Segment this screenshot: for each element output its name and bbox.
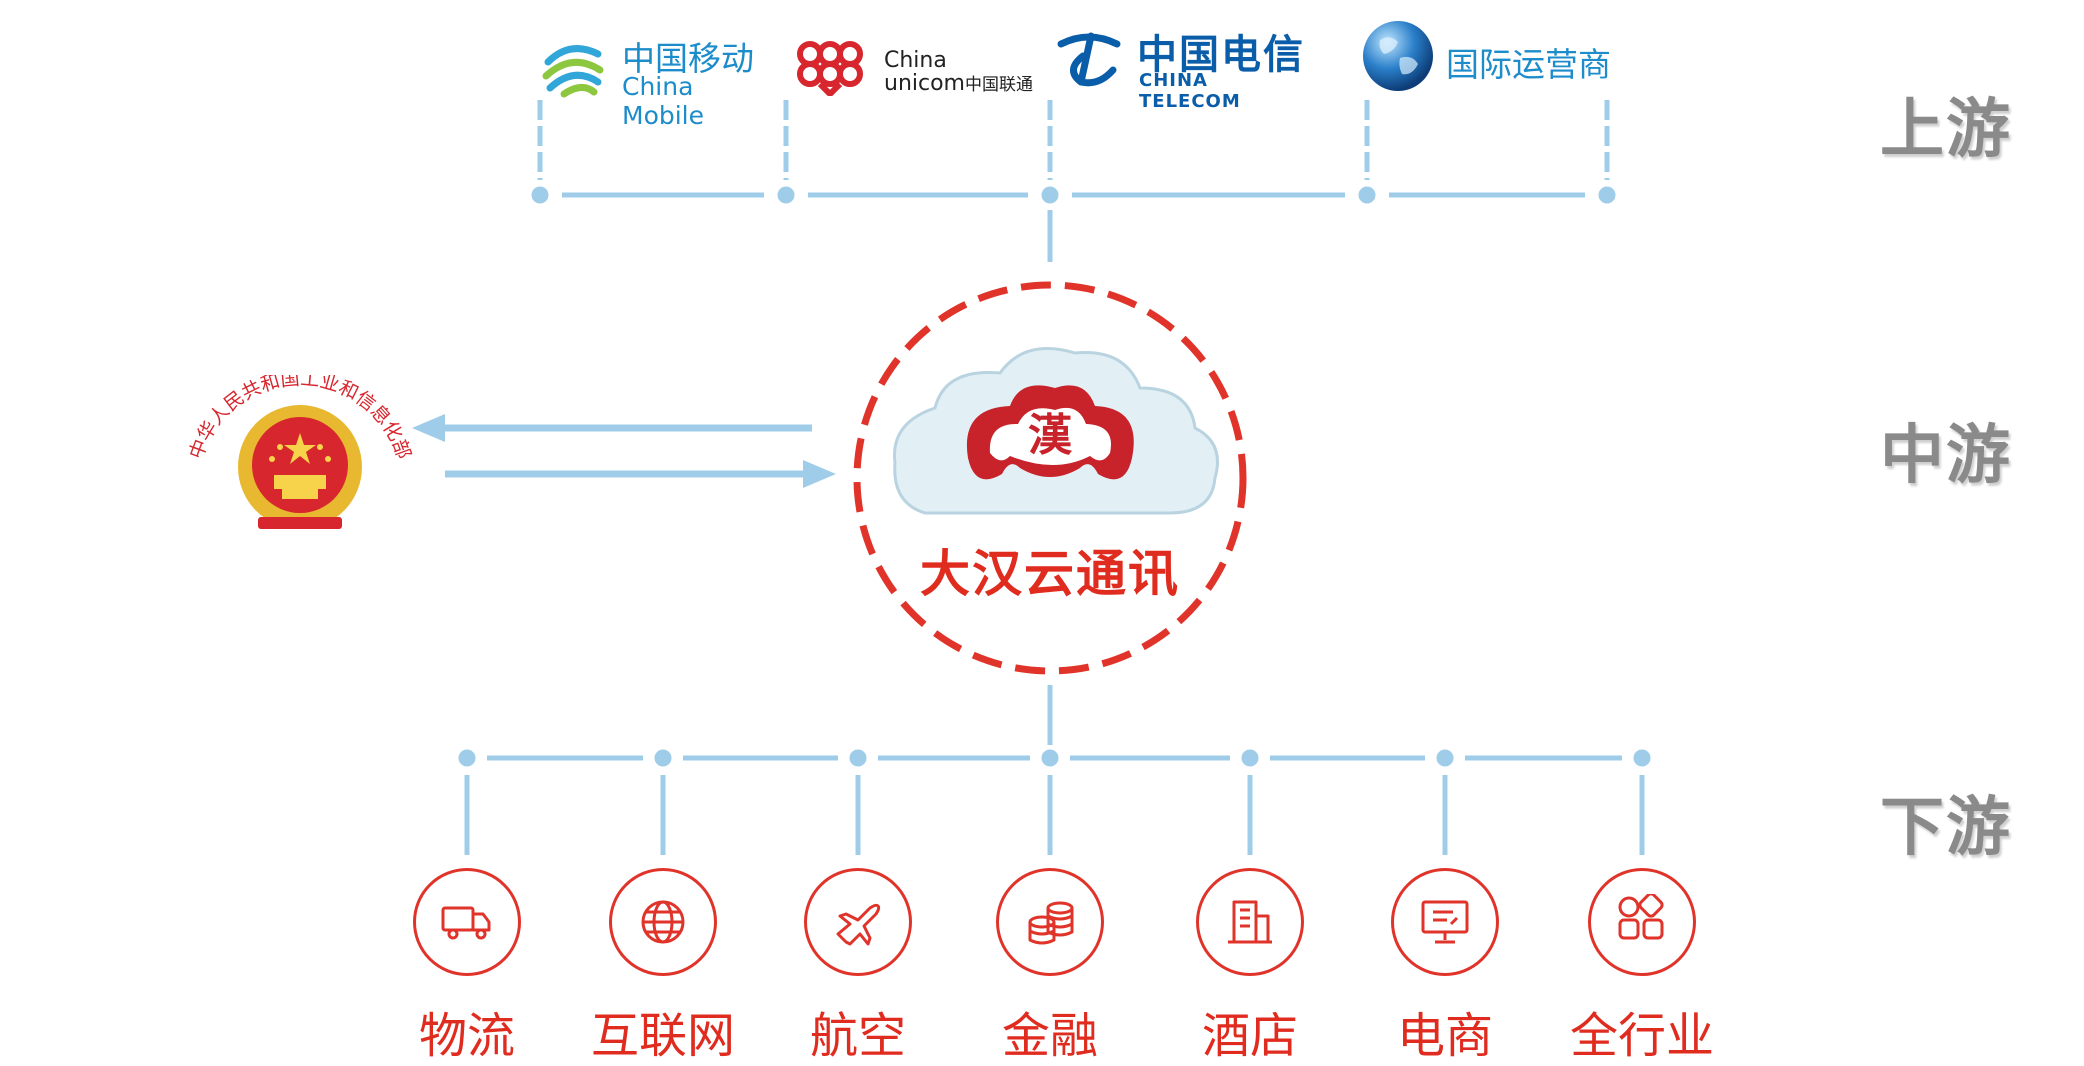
china-mobile-icon: [542, 45, 604, 98]
center-hub-graphic: 漢: [853, 281, 1247, 675]
industry-icon-circle: [804, 868, 912, 976]
globe-logo-icon: [1363, 21, 1433, 91]
intl-operator-logo: 国际运营商: [1360, 18, 1620, 98]
industry-label: 物流: [418, 1008, 515, 1064]
building-icon: [1228, 900, 1272, 944]
intl-operator-label: 国际运营商: [1446, 45, 1611, 84]
industry-label: 航空: [809, 1008, 906, 1064]
tier-upstream: 上游: [1880, 93, 2012, 167]
apps-icon: [1618, 894, 1664, 940]
tier-midstream: 中游: [1880, 419, 2012, 493]
china-unicom-logo: China unicom中国联通: [792, 30, 1033, 100]
industry-label: 全行业: [1569, 1008, 1714, 1064]
coins-icon: [1028, 901, 1074, 945]
ministry-emblem: 中华人民共和国工业和信息化部: [170, 368, 430, 545]
center-hub: 漢 大汉云通讯: [850, 278, 1250, 678]
unicom-knot-icon: [797, 41, 863, 96]
unicom-en-word: unicom: [884, 71, 965, 96]
industry-icon-circle: [609, 868, 717, 976]
industry-label: 互联网: [590, 1008, 735, 1064]
china-mobile-logo: 中国移动 China Mobile: [540, 28, 770, 130]
telecom-en: CHINA TELECOM: [1139, 70, 1241, 112]
industry-icon-circle: [1196, 868, 1304, 976]
truck-icon: [441, 906, 491, 940]
china-mobile-en: China Mobile: [622, 72, 705, 130]
industry-label: 酒店: [1201, 1008, 1298, 1064]
china-telecom-logo: 中国电信 CHINA TELECOM: [1055, 18, 1315, 112]
hub-logo-char: 漢: [1028, 410, 1073, 461]
tier-downstream: 下游: [1880, 791, 2012, 865]
china-mobile-cn: 中国移动: [622, 39, 754, 78]
industry-icon-circle: [1588, 868, 1696, 976]
telecom-cn: 中国电信: [1137, 32, 1305, 78]
unicom-en-2: unicom中国联通: [884, 70, 1033, 96]
telecom-icon: [1057, 32, 1121, 87]
globe-icon: [641, 900, 685, 944]
monitor-icon: [1421, 900, 1469, 944]
industry-icon-circle: [413, 868, 521, 976]
hub-name: 大汉云通讯: [920, 545, 1180, 603]
airplane-icon: [836, 903, 881, 946]
national-emblem-icon: 中华人民共和国工业和信息化部: [185, 368, 415, 529]
unicom-en-1: China: [884, 48, 947, 73]
industry-label: 电商: [1396, 1008, 1493, 1064]
industry-label: 金融: [1001, 1008, 1098, 1064]
industry-icon-circle: [996, 868, 1104, 976]
industry-icon-circle: [1391, 868, 1499, 976]
unicom-cn: 中国联通: [965, 75, 1033, 95]
